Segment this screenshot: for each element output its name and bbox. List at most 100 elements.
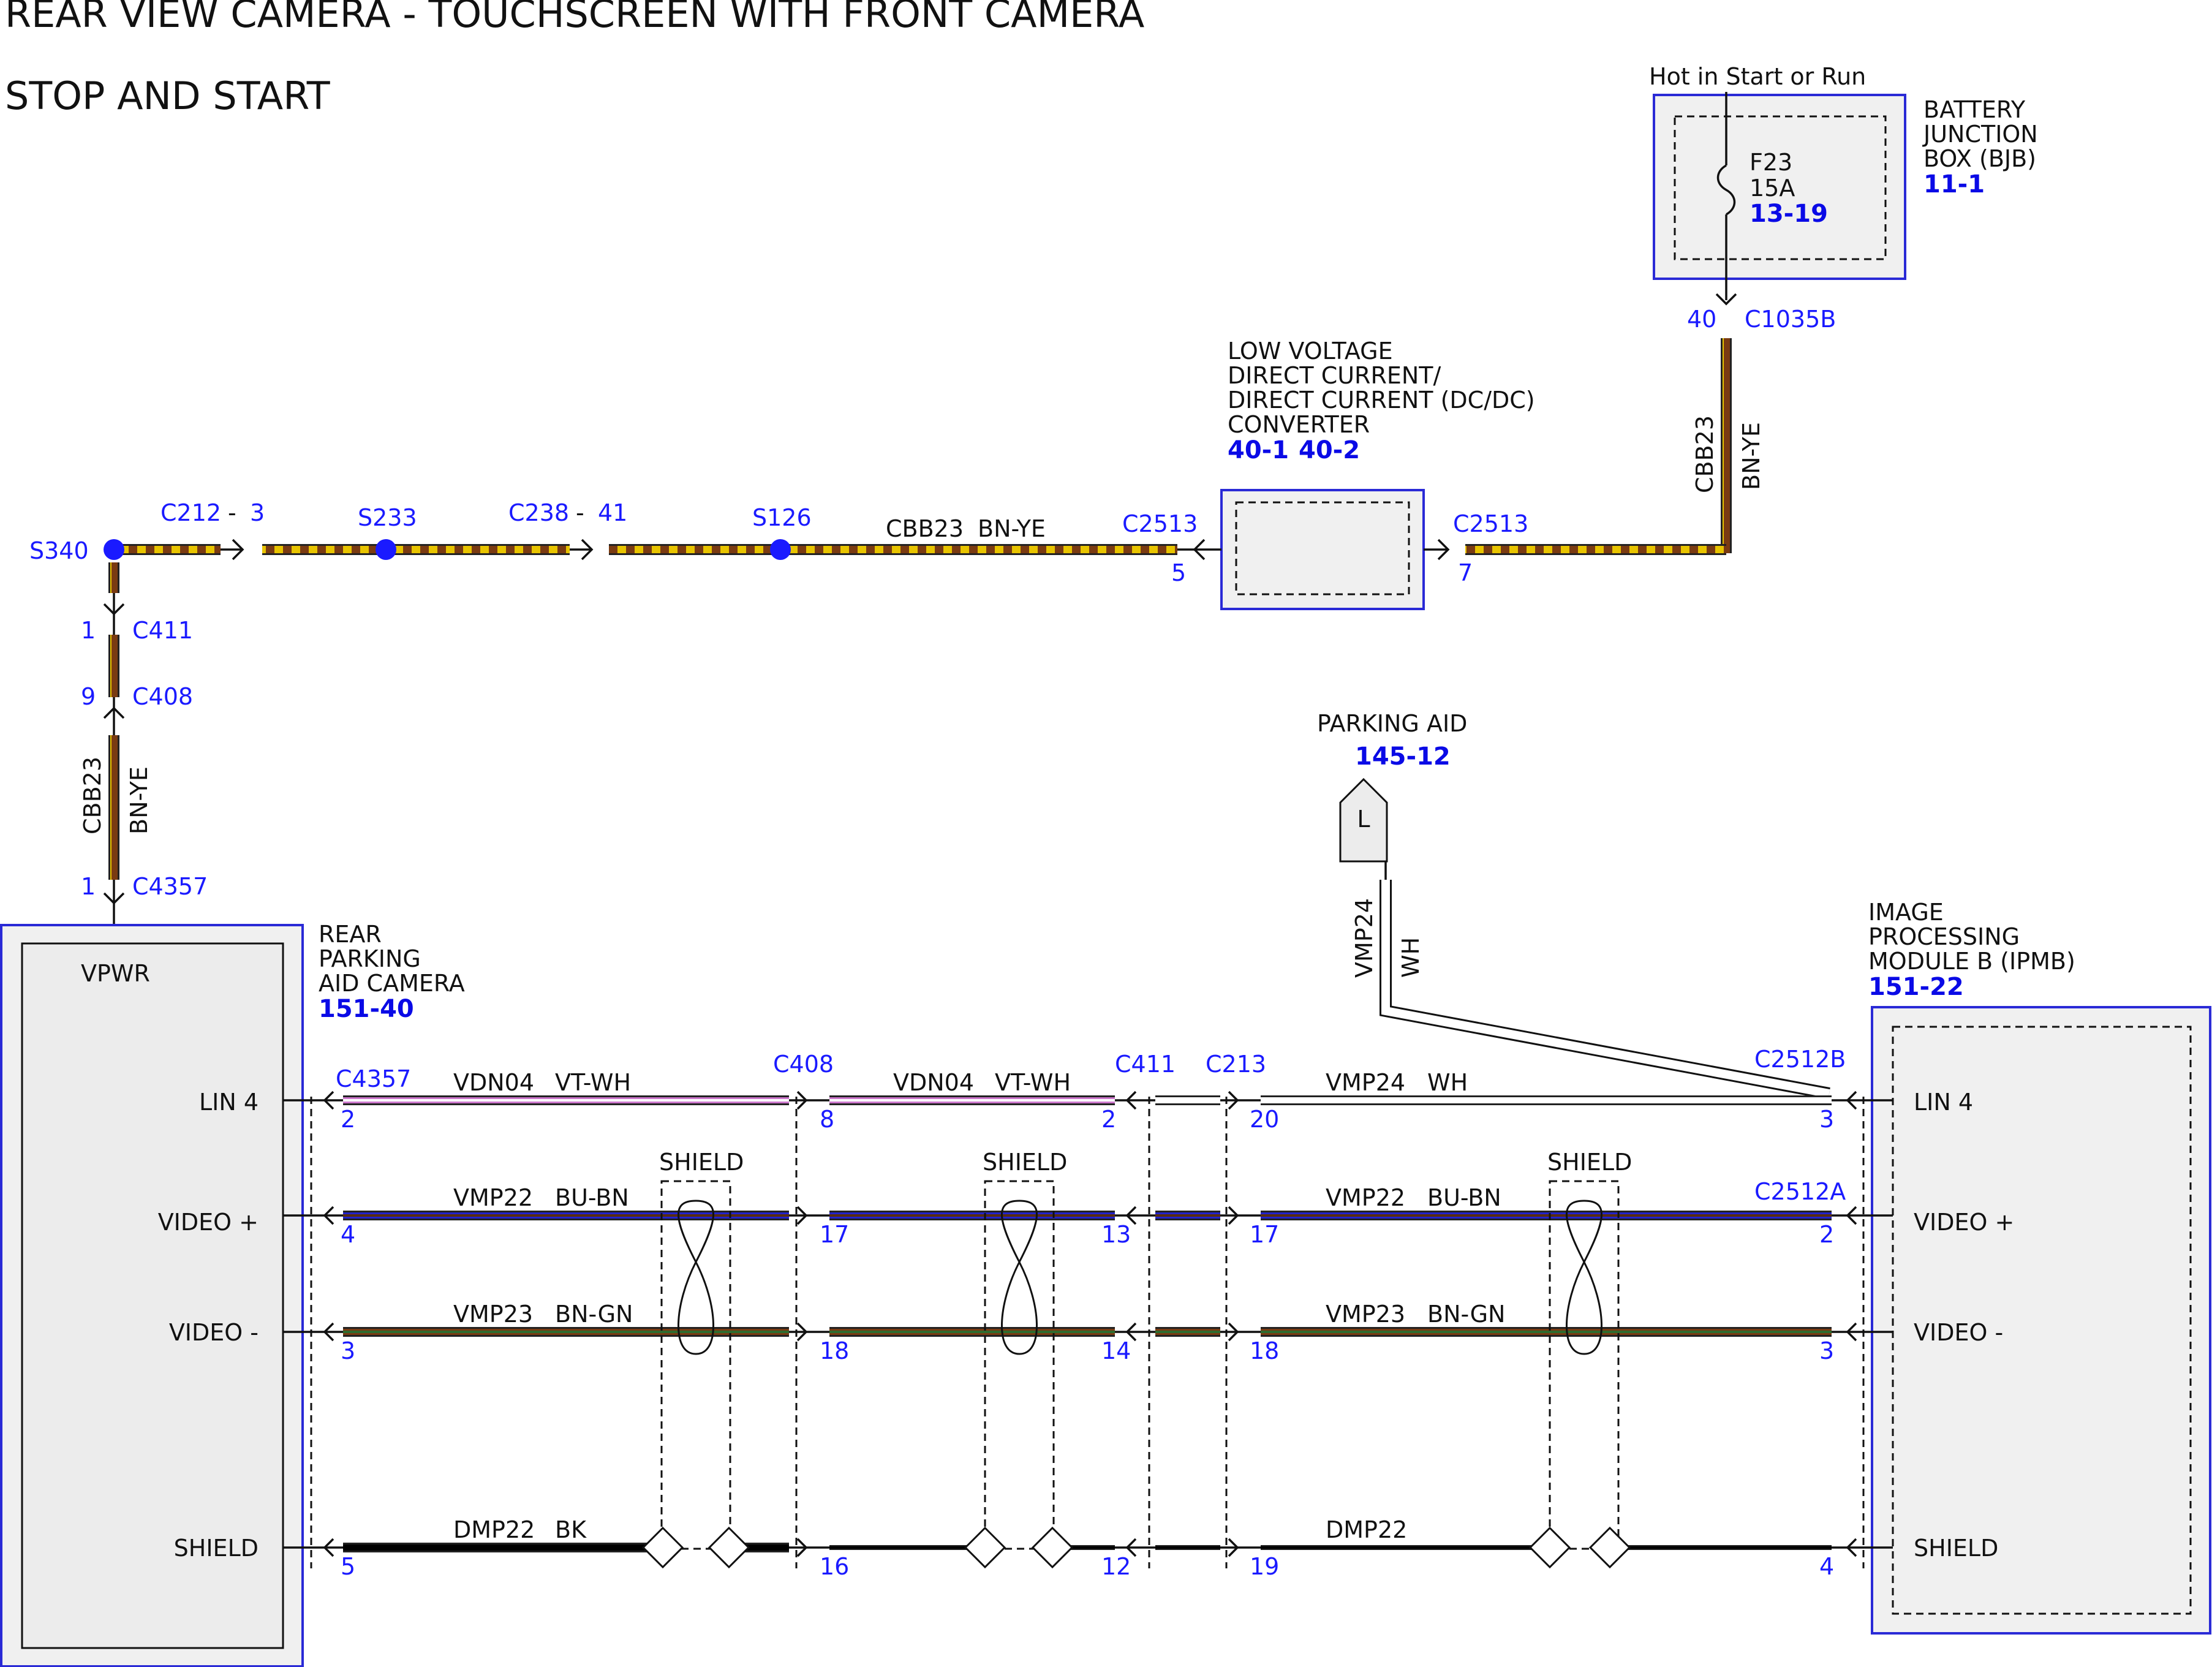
bjb-ref: 11-1 xyxy=(1923,170,1985,198)
row-3-pin-3: 14 xyxy=(1101,1337,1131,1364)
row-4-pin-3: 12 xyxy=(1101,1553,1131,1580)
row-1-mid-circuit: VDN04 xyxy=(893,1069,974,1096)
bjb-outline xyxy=(1653,94,1906,280)
twisted-pair-1-icon xyxy=(678,1200,714,1355)
row-3-pin-4: 18 xyxy=(1250,1337,1279,1364)
vertical-wire-circuit: CBB23 xyxy=(79,757,106,834)
fuse-label: F23 xyxy=(1750,149,1792,176)
dcdc-name-line-2: DIRECT CURRENT/ xyxy=(1228,362,1441,389)
c238-sep: - xyxy=(576,499,584,526)
splice-s126 xyxy=(770,539,791,560)
dcdc-inner xyxy=(1235,501,1410,595)
c212-sep: - xyxy=(228,499,236,526)
c411-label: C411 xyxy=(132,617,193,644)
shield-2-outline xyxy=(984,1180,1055,1550)
shield-1-label: SHIELD xyxy=(659,1149,744,1176)
battery-junction-box: Hot in Start or Run BATTERY JUNCTION BOX… xyxy=(1649,63,2038,333)
camera-name-line-2: PARKING xyxy=(319,945,421,972)
row-3-left-circuit: VMP23 xyxy=(453,1301,533,1328)
dcdc-left-pin: 5 xyxy=(1171,559,1186,586)
row-3-connector-4-icon xyxy=(1228,1322,1239,1342)
shield-3-outline xyxy=(1549,1180,1620,1550)
parking-aid-wire-color: WH xyxy=(1397,937,1424,978)
connector-boundaries xyxy=(310,1097,1865,1568)
row-1-pin-3: 2 xyxy=(1101,1106,1116,1133)
wire-cbb23-horizontal: C212 - 3 C238 - 41 S340 S233 S126 CBB23 … xyxy=(29,499,1195,564)
row-2-right-circuit: VMP22 xyxy=(1326,1184,1405,1211)
row-3-pin-1: 3 xyxy=(341,1337,355,1364)
ipmb-pin-video-minus: VIDEO - xyxy=(1914,1319,2003,1346)
row-2-pin-5: 2 xyxy=(1819,1221,1834,1248)
shield-1-drain-left-icon xyxy=(641,1526,684,1569)
row-2-connector-5-icon xyxy=(1846,1206,1857,1225)
row-2-pin-3: 13 xyxy=(1101,1221,1131,1248)
c4357-signal-label: C4357 xyxy=(336,1065,411,1092)
shield-1-outline xyxy=(660,1180,731,1550)
row-2-pin-4: 17 xyxy=(1250,1221,1279,1248)
ipmb-pin-lin4: LIN 4 xyxy=(1914,1089,1973,1116)
row-4-left-circuit: DMP22 xyxy=(453,1516,535,1543)
row-2-connector-4-icon xyxy=(1228,1206,1239,1225)
row-1-connector-3-icon xyxy=(1125,1091,1137,1110)
c212-label: C212 xyxy=(160,499,221,526)
c408-label: C408 xyxy=(132,683,193,710)
bjb-pin: 40 xyxy=(1687,306,1716,333)
row-1-connector-4-icon xyxy=(1228,1091,1239,1110)
row-1-left-circuit: VDN04 xyxy=(453,1069,534,1096)
dcdc-name-line-4: CONVERTER xyxy=(1228,411,1370,438)
shield-3-drain-left-icon xyxy=(1528,1526,1571,1569)
shield-3-drain-right-icon xyxy=(1588,1526,1631,1569)
camera-pin-video-minus: VIDEO - xyxy=(169,1319,259,1346)
rear-parking-aid-camera: REAR PARKING AID CAMERA 151-40 VPWR LIN … xyxy=(0,921,465,1667)
main-wire-color: BN-YE xyxy=(978,515,1046,542)
row-2-connector-3-icon xyxy=(1125,1206,1137,1225)
diagram-title: REAR VIEW CAMERA - TOUCHSCREEN WITH FRON… xyxy=(5,0,1144,36)
row-1-pin-4: 20 xyxy=(1250,1106,1279,1133)
parking-aid-connector-tag xyxy=(1339,777,1388,863)
camera-pin-vpwr: VPWR xyxy=(81,960,150,987)
row-2-pin-1: 4 xyxy=(341,1221,355,1248)
c212-pin: 3 xyxy=(250,499,265,526)
bjb-name-line-1: BATTERY xyxy=(1923,96,2026,123)
c408-pin-label: 9 xyxy=(81,683,96,710)
row-3-pin-5: 3 xyxy=(1819,1337,1834,1364)
ipmb-pin-shield: SHIELD xyxy=(1914,1535,1998,1562)
c213-signal-label: C213 xyxy=(1206,1051,1266,1078)
row-3-pin-2: 18 xyxy=(820,1337,849,1364)
shield-2-label: SHIELD xyxy=(983,1149,1067,1176)
row-1-pin-5: 3 xyxy=(1819,1106,1834,1133)
dcdc-converter: LOW VOLTAGE DIRECT CURRENT/ DIRECT CURRE… xyxy=(1122,338,1535,610)
shield-2-drain-left-icon xyxy=(964,1526,1006,1569)
row-1-right-color: WH xyxy=(1427,1069,1468,1096)
camera-ref: 151-40 xyxy=(319,995,414,1023)
dcdc-ref-1: 40-1 xyxy=(1228,436,1289,464)
twisted-pair-2-icon xyxy=(1001,1200,1038,1355)
camera-inner xyxy=(21,942,284,1649)
splice-s340 xyxy=(104,539,124,560)
dcdc-right-pin: 7 xyxy=(1458,559,1473,586)
shield-1-drain-right-icon xyxy=(708,1526,750,1569)
ipmb-outline xyxy=(1871,1006,2211,1635)
row-3-connector-2-icon xyxy=(796,1322,808,1342)
camera-pin-lin4: LIN 4 xyxy=(199,1089,259,1116)
row-4-connector-2-icon xyxy=(796,1538,808,1557)
splice-s233-label: S233 xyxy=(358,504,417,531)
bjb-wire-circuit: CBB23 xyxy=(1691,415,1718,493)
row-4-left-color: BK xyxy=(555,1516,587,1543)
c411-signal-label: C411 xyxy=(1115,1051,1176,1078)
row-1-mid-color: VT-WH xyxy=(995,1069,1071,1096)
ipmb-inner xyxy=(1892,1026,2192,1615)
row-4-pin-1: 5 xyxy=(341,1553,355,1580)
c1035b-connector-icon xyxy=(1715,293,1737,306)
row-4-right-circuit: DMP22 xyxy=(1326,1516,1407,1543)
row-3-connector-3-icon xyxy=(1125,1322,1137,1342)
row-1-pin-1: 2 xyxy=(341,1106,355,1133)
bjb-hot-label: Hot in Start or Run xyxy=(1649,63,1866,90)
c4357-power-label: C4357 xyxy=(132,873,208,900)
row-4-pin-5: 4 xyxy=(1819,1553,1834,1580)
row-2-left-circuit: VMP22 xyxy=(453,1184,533,1211)
row-1-pin-2: 8 xyxy=(820,1106,834,1133)
row-1-right-circuit: VMP24 xyxy=(1326,1069,1405,1096)
